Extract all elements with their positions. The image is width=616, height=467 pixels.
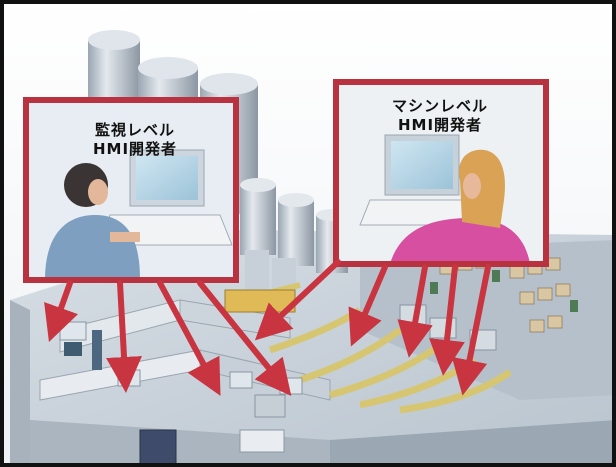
supervisory-callout (26, 100, 236, 280)
machine-level-text: マシンレベル (391, 97, 488, 115)
arrow-supervisory-4 (197, 280, 292, 397)
arrow-machine-3 (397, 264, 433, 358)
machine-hmi-label: マシンレベル HMI開発者 (340, 97, 540, 135)
arrow-machine-4 (429, 264, 465, 376)
arrow-supervisory-1 (44, 280, 79, 342)
arrow-supervisory-2 (106, 280, 142, 393)
connector-arrows (44, 259, 491, 397)
arrow-machine-2 (348, 264, 388, 347)
machine-callout-frame (333, 79, 549, 267)
arrow-machine-5 (451, 264, 491, 396)
arrow-machine-1 (254, 259, 341, 341)
supervisory-callout-frame (23, 97, 239, 283)
arrow-supervisory-3 (157, 280, 221, 396)
supervisory-hmi-developer-text: HMI開発者 (92, 140, 178, 158)
machine-callout (336, 82, 546, 264)
supervisory-hmi-label: 監視レベル HMI開発者 (40, 121, 230, 159)
supervisory-level-text: 監視レベル (94, 121, 175, 139)
machine-hmi-developer-text: HMI開発者 (397, 116, 483, 134)
